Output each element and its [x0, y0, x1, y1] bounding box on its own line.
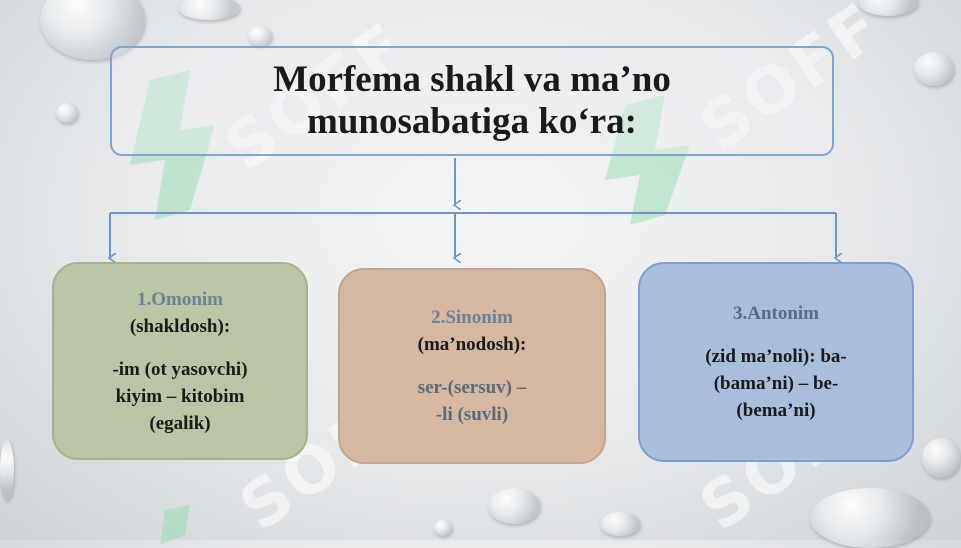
watermark-logo: [160, 505, 190, 545]
antonim-line: (zid ma’noli): ba-: [705, 346, 847, 367]
antonim-line: (bama’ni) – be-: [713, 373, 839, 394]
omonim-heading: 1.Omonim: [136, 288, 224, 310]
water-drop: [914, 52, 954, 86]
water-drop: [858, 0, 918, 16]
water-drop: [922, 438, 960, 478]
antonim-heading: 3.Antonim: [732, 303, 820, 324]
water-drop: [434, 520, 452, 536]
watermark-logo: [605, 95, 690, 225]
omonim-line: (egalik): [149, 412, 211, 434]
sinonim-line: -li (suvli): [435, 404, 509, 425]
water-drop: [488, 488, 540, 524]
sinonim-line: ser-(sersuv) –: [417, 377, 527, 398]
omonim-line: kiyim – kitobim: [115, 385, 245, 407]
water-drop: [178, 0, 240, 20]
title-box: Morfema shakl va ma’no munosabatiga ko‘r…: [110, 46, 834, 156]
title-line-1: Morfema shakl va ma’no: [273, 59, 671, 100]
omonim-subheading: (shakldosh):: [129, 315, 231, 337]
antonim-line: (bema’ni): [736, 400, 816, 421]
water-drop: [56, 103, 78, 123]
diagram-title: Morfema shakl va ma’no munosabatiga ko‘r…: [273, 59, 671, 143]
omonim-line: -im (ot yasovchi): [112, 358, 248, 380]
sinonim-subheading: (ma’nodosh):: [417, 334, 527, 355]
omonim-box: 1.Omonim (shakldosh): -im (ot yasovchi) …: [52, 262, 308, 460]
water-drop: [248, 26, 272, 46]
water-drop: [810, 488, 930, 548]
watermark-logo: [130, 70, 215, 220]
sinonim-heading: 2.Sinonim: [431, 307, 513, 328]
water-drop: [600, 512, 640, 536]
title-line-2: munosabatiga ko‘ra:: [307, 101, 637, 142]
antonim-box: 3.Antonim (zid ma’noli): ba- (bama’ni) –…: [638, 262, 914, 462]
water-drop: [0, 440, 14, 500]
sinonim-box: 2.Sinonim (ma’nodosh): ser-(sersuv) – -l…: [338, 268, 606, 464]
